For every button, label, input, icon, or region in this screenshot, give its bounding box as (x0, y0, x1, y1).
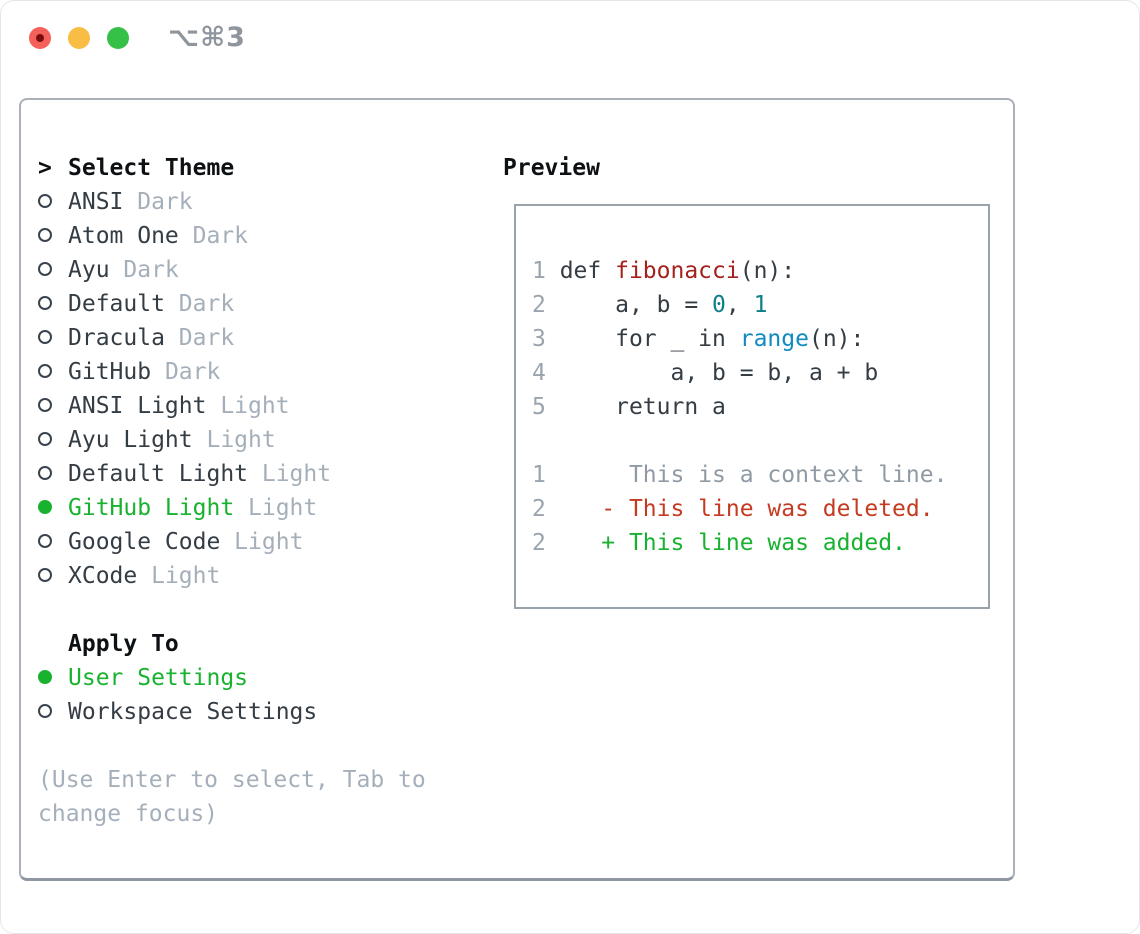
select-theme-header: > Select Theme (38, 151, 331, 185)
preview-code-line: 5 return a (532, 394, 726, 420)
preview-code-line: 2 + This line was added. (532, 530, 906, 556)
theme-option-atom-one[interactable]: Atom One Dark (38, 219, 331, 253)
radio-unselected-icon (38, 398, 52, 412)
option-label: Ayu (68, 257, 110, 283)
theme-option-dracula[interactable]: Dracula Dark (38, 321, 331, 355)
apply-option-user-settings[interactable]: User Settings (38, 661, 317, 695)
preview-code-line: 3 for _ in range(n): (532, 326, 865, 352)
apply-option-workspace-settings[interactable]: Workspace Settings (38, 695, 317, 729)
option-variant-label: Light (234, 495, 318, 521)
option-variant-label: Light (248, 461, 332, 487)
theme-option-ayu-light[interactable]: Ayu Light Light (38, 423, 331, 457)
option-label: Atom One (68, 223, 179, 249)
radio-unselected-icon (38, 568, 52, 582)
preview-code-line: 1 This is a context line. (532, 462, 948, 488)
cursor-prefix-icon: > (38, 155, 52, 181)
minimize-button[interactable] (68, 27, 90, 49)
preview-code-line: 2 - This line was deleted. (532, 496, 934, 522)
option-label: Default (68, 291, 165, 317)
option-label: Dracula (68, 325, 165, 351)
option-variant-label: Dark (178, 223, 249, 249)
option-label: GitHub Light (68, 495, 235, 521)
option-variant-label: Light (206, 393, 290, 419)
radio-selected-icon (38, 500, 52, 514)
radio-unselected-icon (38, 432, 52, 446)
option-label: GitHub (68, 359, 152, 385)
option-label: ANSI Light (68, 393, 207, 419)
radio-unselected-icon (38, 296, 52, 310)
theme-option-ansi[interactable]: ANSI Dark (38, 185, 331, 219)
radio-unselected-icon (38, 364, 52, 378)
maximize-button[interactable] (107, 27, 129, 49)
option-variant-label: Dark (123, 189, 193, 215)
theme-option-github-light[interactable]: GitHub Light Light (38, 491, 331, 525)
hint-text: (Use Enter to select, Tab to change focu… (38, 767, 426, 827)
apply-to-title: Apply To (68, 631, 179, 657)
option-variant-label: Light (220, 529, 304, 555)
window-title: ⌥⌘3 (168, 22, 246, 53)
theme-option-ansi-light[interactable]: ANSI Light Light (38, 389, 331, 423)
theme-option-ayu[interactable]: Ayu Dark (38, 253, 331, 287)
option-label: Default Light (68, 461, 249, 487)
option-label: Workspace Settings (68, 699, 318, 725)
radio-unselected-icon (38, 466, 52, 480)
option-label: Google Code (68, 529, 221, 555)
radio-unselected-icon (38, 194, 52, 208)
preview-code-line: 4 a, b = b, a + b (532, 360, 879, 386)
preview-code-line: 1 def fibonacci(n): (532, 258, 796, 284)
close-dot-icon (36, 34, 44, 42)
window-titlebar: ⌥⌘3 (1, 1, 1139, 73)
preview-code-line (532, 424, 988, 458)
radio-unselected-icon (38, 330, 52, 344)
preview-header: Preview (503, 155, 600, 181)
radio-selected-icon (38, 670, 52, 684)
option-label: Ayu Light (68, 427, 193, 453)
close-button[interactable] (29, 27, 51, 49)
radio-unselected-icon (38, 228, 52, 242)
option-variant-label: Dark (109, 257, 179, 283)
theme-option-github[interactable]: GitHub Dark (38, 355, 331, 389)
option-label: User Settings (68, 665, 249, 691)
theme-option-default[interactable]: Default Dark (38, 287, 331, 321)
option-label: XCode (68, 563, 138, 589)
theme-option-google-code[interactable]: Google Code Light (38, 525, 331, 559)
theme-option-xcode[interactable]: XCode Light (38, 559, 331, 593)
apply-to-header: Apply To (38, 627, 317, 661)
option-label: ANSI (68, 189, 124, 215)
radio-unselected-icon (38, 534, 52, 548)
preview-pane: 1 def fibonacci(n): 2 a, b = 0, 1 3 for _ … (514, 204, 990, 609)
option-variant-label: Dark (151, 359, 221, 385)
radio-unselected-icon (38, 704, 52, 718)
option-variant-label: Dark (164, 325, 235, 351)
radio-unselected-icon (38, 262, 52, 276)
option-variant-label: Dark (164, 291, 235, 317)
option-variant-label: Light (137, 563, 221, 589)
preview-code-line: 2 a, b = 0, 1 (532, 292, 768, 318)
option-variant-label: Light (192, 427, 276, 453)
select-theme-title: Select Theme (68, 155, 235, 181)
theme-option-default-light[interactable]: Default Light Light (38, 457, 331, 491)
